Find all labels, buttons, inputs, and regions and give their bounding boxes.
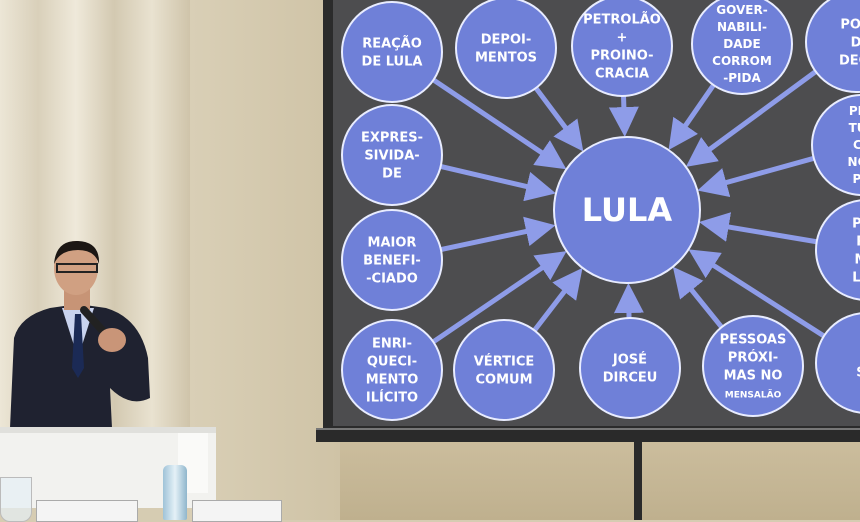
screen-stand-pole xyxy=(634,440,642,520)
node-label-line: ENRI- xyxy=(372,337,412,352)
node-vertice: VÉRTICE COMUM xyxy=(454,320,554,420)
node-label-line: -PIDA xyxy=(723,71,761,85)
node-reacao: REAÇÃO DE LULA xyxy=(342,2,442,102)
node-label-line: ILÍCITO xyxy=(366,390,418,406)
node-petrolao: PETROLÃO + PROINO- CRACIA xyxy=(572,0,672,96)
screen-bottom-bar xyxy=(316,428,860,442)
node-label-line: -CIADO xyxy=(366,272,418,287)
node-label-line: DADE xyxy=(723,37,760,51)
node-label-line: PESSOAS xyxy=(720,333,787,348)
node-label-line: PETROLÃO xyxy=(583,12,661,28)
node-label-line: D xyxy=(851,36,860,51)
node-label-line: DECI xyxy=(839,54,860,69)
node-label-line: CORROM xyxy=(712,54,772,68)
node-label-line: MAIOR xyxy=(368,236,417,251)
node-label-line: SA xyxy=(856,366,860,381)
node-maior: MAIOR BENEFI- -CIADO xyxy=(342,210,442,310)
node-pessoas-mensalao: PESSOAS PRÓXI- MAS NO MENSALÃO xyxy=(703,316,803,416)
node-label-line: PRÓXI- xyxy=(728,350,778,366)
node-label-line: DEPOI- xyxy=(481,33,531,48)
lower-wall xyxy=(340,430,860,520)
node-label-line: MA xyxy=(855,253,860,268)
nameplate xyxy=(36,500,138,522)
node-depoimentos: DEPOI- MENTOS xyxy=(456,0,556,98)
water-bottle xyxy=(163,465,187,520)
node-label-line: COMUM xyxy=(475,373,532,388)
center-node: LULA xyxy=(554,137,700,283)
node-label-line: PES xyxy=(852,217,860,232)
node-label-line: DE xyxy=(382,167,402,182)
node-label-line: NABILI- xyxy=(717,20,767,34)
node-label-line: LAV xyxy=(852,271,860,286)
node-label-line: PER xyxy=(849,104,860,118)
node-label-line: SIVIDA- xyxy=(364,149,419,164)
node-label-line: BENEFI- xyxy=(363,254,421,269)
slide-diagram: REAÇÃO DE LULA DEPOI- MENTOS PETROLÃO + PROINO… xyxy=(333,0,860,426)
node-label-line: DIRCEU xyxy=(603,371,658,386)
water-glass xyxy=(0,477,32,522)
node-label-line: TUA xyxy=(849,121,860,135)
nameplate xyxy=(192,500,282,522)
node-label-line: VÉRTICE xyxy=(474,354,535,370)
node-label-line: MAS NO xyxy=(724,369,783,384)
node-label-line: + xyxy=(617,31,628,46)
speaker xyxy=(0,238,160,428)
node-label-line: CR xyxy=(853,138,860,152)
node-label-line: PR xyxy=(856,235,860,250)
node-label-line: GOVER- xyxy=(716,3,767,17)
node-expressividade: EXPRES- SIVIDA- DE xyxy=(342,105,442,205)
node-label-line: PROINO- xyxy=(591,49,654,64)
node-label-line: PO xyxy=(853,172,860,186)
node-dirceu: JOSÉ DIRCEU xyxy=(580,318,680,418)
node-label: MAIOR BENEFI- -CIADO xyxy=(363,236,421,287)
node-label-line: MENSALÃO xyxy=(725,390,782,401)
node-label-line: QUECI- xyxy=(367,355,417,370)
center-label: LULA xyxy=(582,191,673,229)
node-label-line: JOSÉ xyxy=(612,352,647,368)
node-label-line: MENTOS xyxy=(475,51,537,66)
arrow-petrolao xyxy=(624,96,625,127)
node-label-line: NOS xyxy=(848,155,860,169)
node-label-line: MENTO xyxy=(366,373,419,388)
node-label-line: CRACIA xyxy=(595,67,649,82)
node-label-line: EXPRES- xyxy=(361,131,423,146)
node-label-line: POD xyxy=(840,18,860,33)
node-enriquecimento: ENRI- QUECI- MENTO ILÍCITO xyxy=(342,320,442,420)
node-label-line: DE LULA xyxy=(362,55,423,70)
node-label-line: REAÇÃO xyxy=(362,36,422,52)
node-governabilidade: GOVER- NABILI- DADE CORROM -PIDA xyxy=(692,0,792,94)
